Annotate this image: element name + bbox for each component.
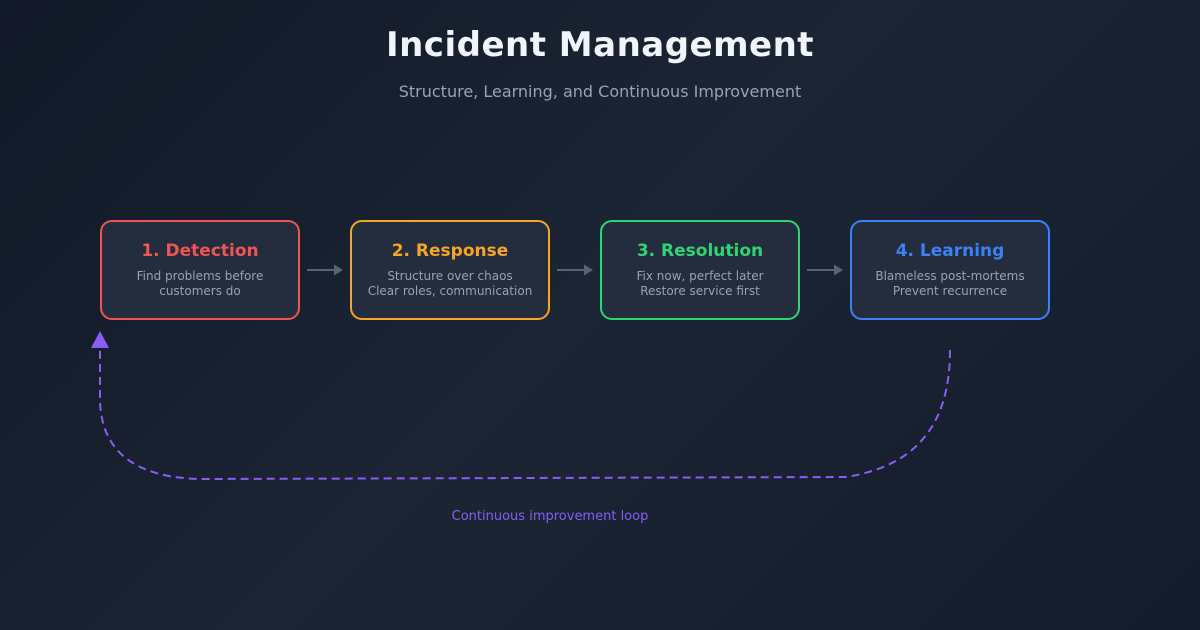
right-arrow-icon [807,264,843,276]
stage-desc: Blameless post-mortems Prevent recurrenc… [852,269,1048,299]
stage-desc-line: Find problems before [136,269,264,283]
right-arrow-icon [307,264,343,276]
stage-box-detection: 1. Detection Find problems before custom… [100,220,300,320]
stage-desc-line: Prevent recurrence [892,284,1008,298]
stage-desc: Find problems before customers do [102,269,298,299]
stage-title: 2. Response [391,241,509,261]
stage-box-resolution: 3. Resolution Fix now, perfect later Res… [600,220,800,320]
stage-desc-line: Clear roles, communication [367,284,533,298]
loop-label: Continuous improvement loop [451,509,649,524]
stage-title: 4. Learning [895,241,1005,261]
stage-desc-line: Blameless post-mortems [875,269,1025,283]
stage-desc-line: Fix now, perfect later [636,269,764,283]
page-subtitle: Structure, Learning, and Continuous Impr… [398,82,802,101]
stage-box-learning: 4. Learning Blameless post-mortems Preve… [850,220,1050,320]
page-title: Incident Management [385,25,815,65]
stage-title: 1. Detection [141,241,259,261]
stage-desc: Structure over chaos Clear roles, commun… [352,269,548,299]
stage-title: 3. Resolution [636,241,764,261]
right-arrow-icon [557,264,593,276]
stage-desc-line: Structure over chaos [387,269,513,283]
stage-desc-line: Restore service first [640,284,760,298]
header: Incident Management Structure, Learning,… [0,0,1200,101]
stage-box-response: 2. Response Structure over chaos Clear r… [350,220,550,320]
stage-desc-line: customers do [159,284,241,298]
stage-desc: Fix now, perfect later Restore service f… [602,269,798,299]
